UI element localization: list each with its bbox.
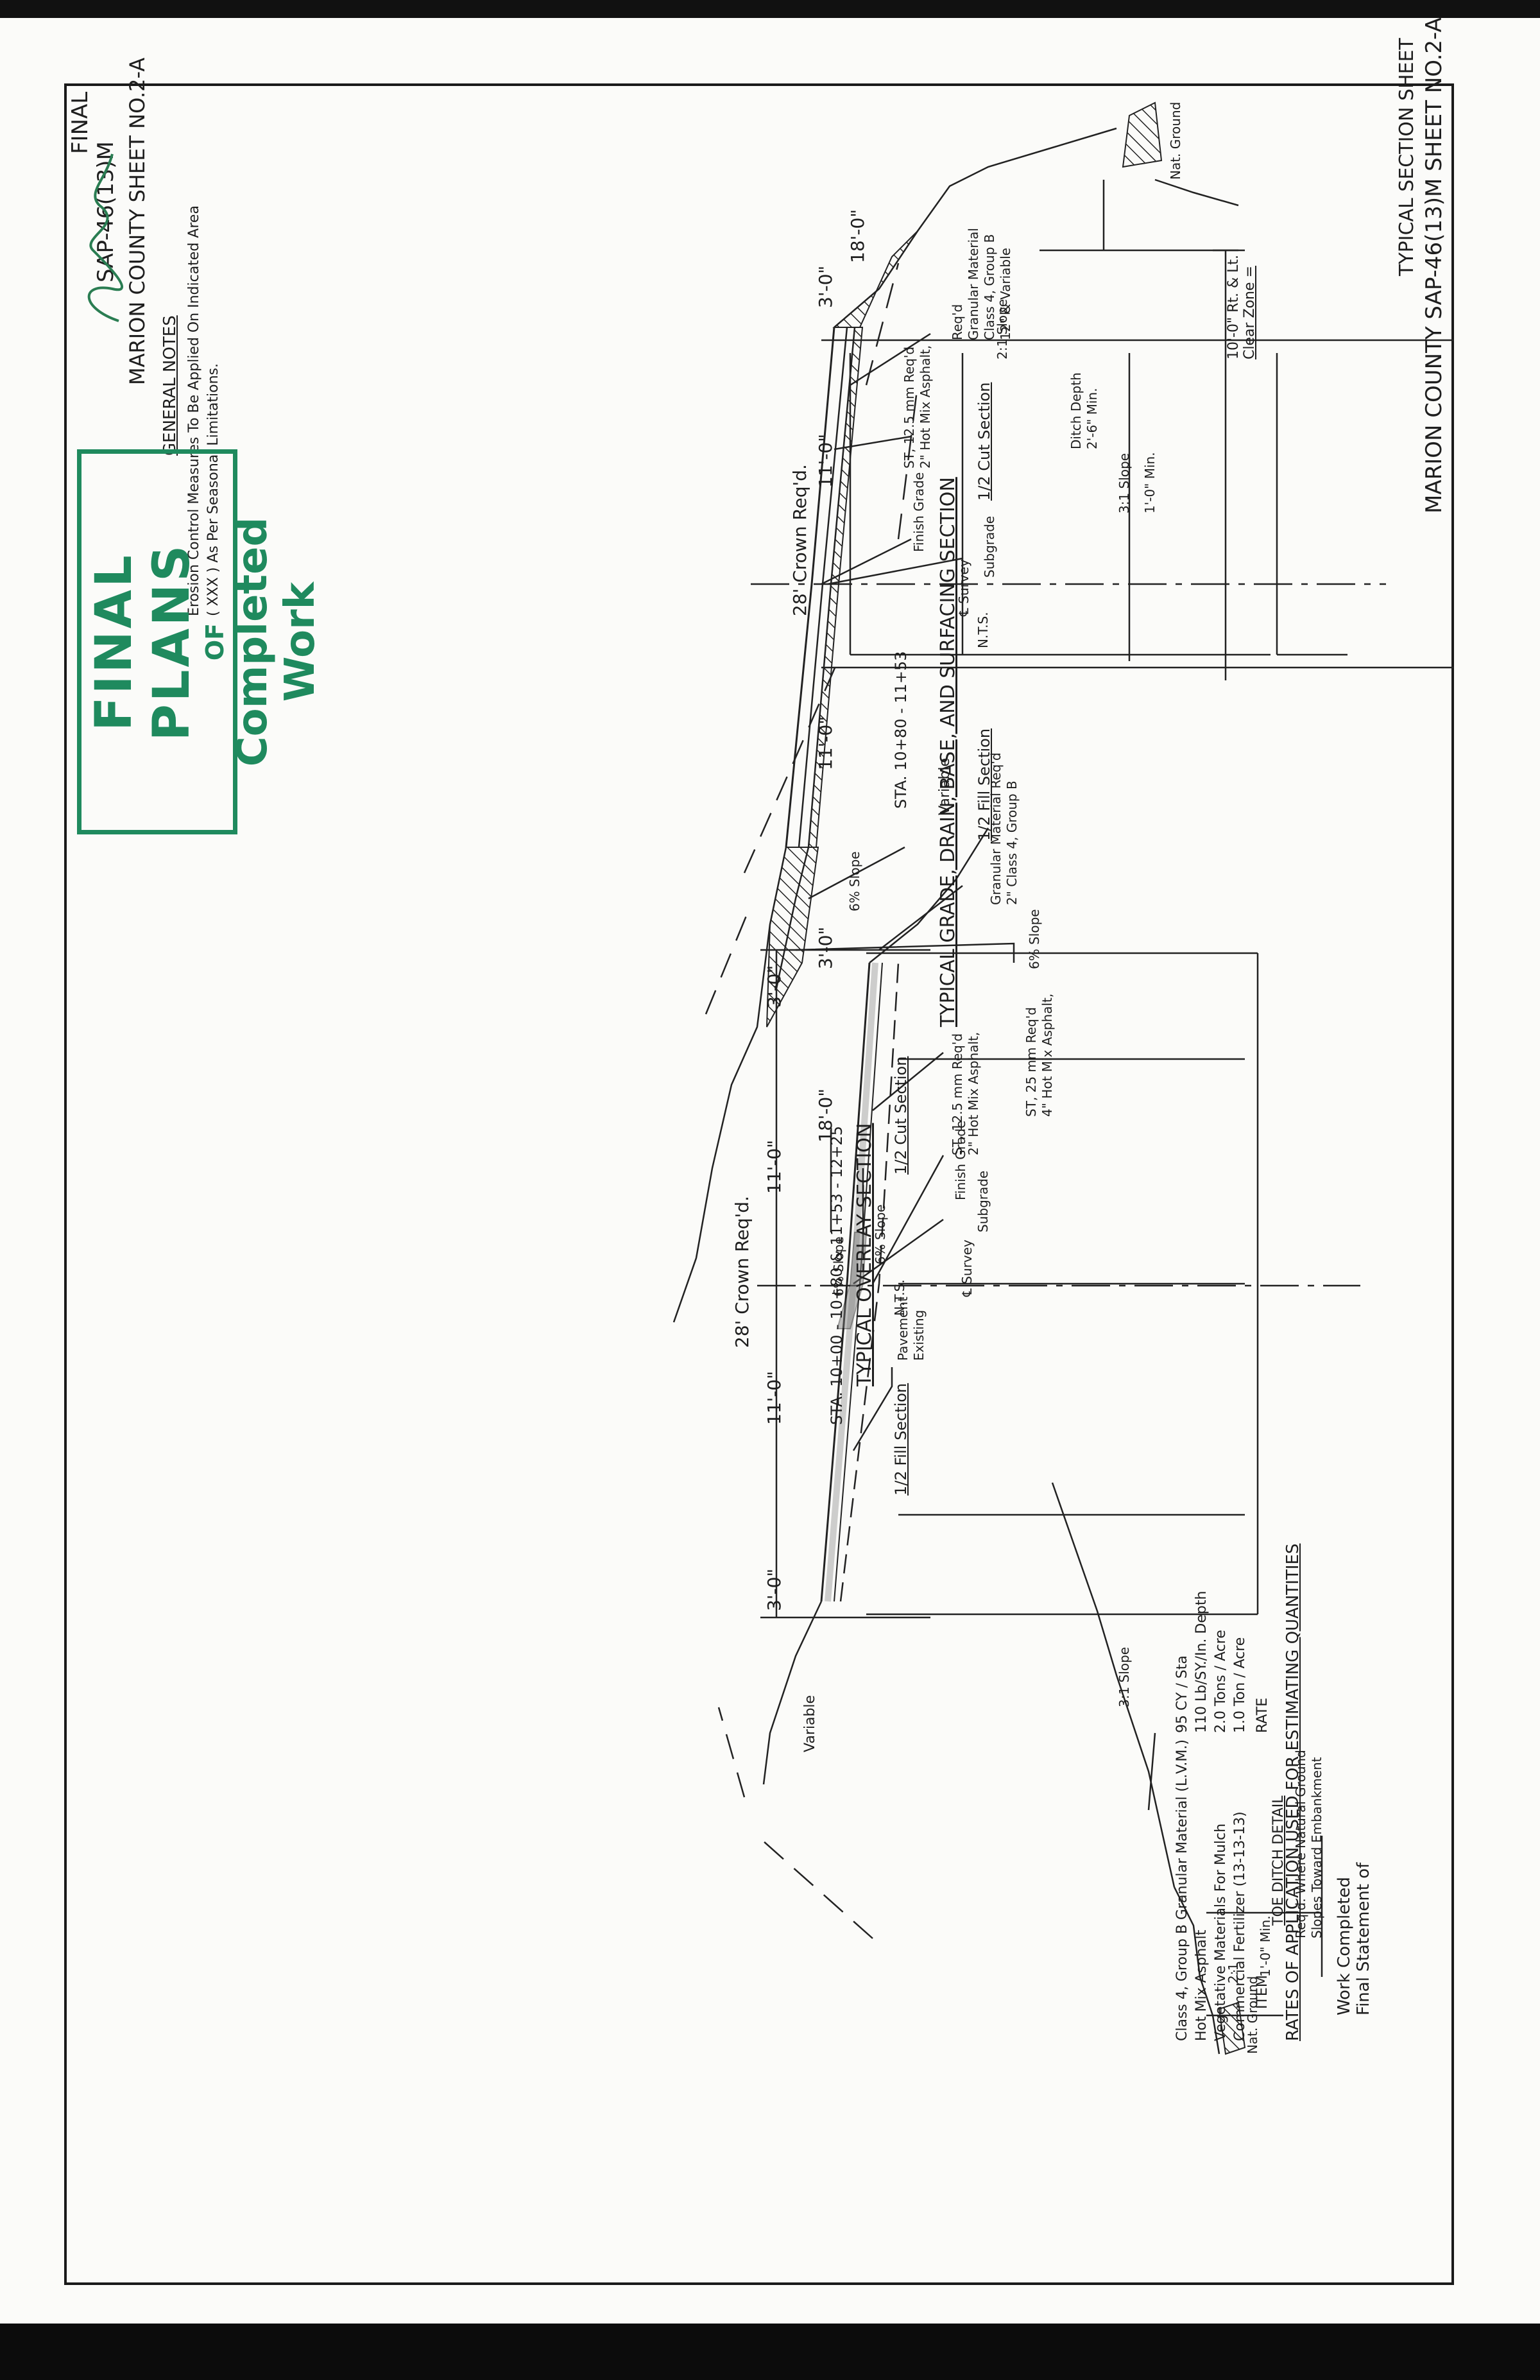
grade-slope-a: 6% Slope	[1027, 909, 1042, 969]
overlay-asphalt: ST, 12.5 mm Req'd	[950, 1033, 965, 1155]
overlay-dim-right: 3'-0"	[764, 965, 785, 1008]
stamp-line1: FINAL PLANS	[85, 542, 201, 741]
scan-edge-top	[0, 0, 1540, 18]
grade-nts: N.T.S.	[975, 612, 991, 648]
stamp-line2: OF	[201, 623, 229, 661]
grade-cut-label: 1/2 Cut Section	[975, 382, 993, 501]
general-notes-title: GENERAL NOTES	[160, 315, 180, 456]
grade-granular: Class 4, Group B	[982, 234, 997, 340]
overlay-existing: Existing	[911, 1309, 927, 1361]
toe-ditch-title: TOE DITCH DETAIL	[1270, 1795, 1287, 1926]
section-drawing	[672, 101, 1454, 2055]
final-statement-label: Final Statement of	[1354, 1862, 1373, 2015]
grade-two-to-one-left: 2:1	[1226, 1962, 1241, 1983]
overlay-dim-crown: 28' Crown Req'd.	[732, 1196, 753, 1348]
overlay-survey: ℄ Survey	[959, 1239, 975, 1297]
sheet-border	[64, 83, 1454, 2285]
rates-row-rate: 110 Lb/SY./In. Depth	[1194, 1591, 1210, 1733]
overlay-stations: STA. 10+00 - 10+80 & 11+53 - 12+25	[828, 1126, 846, 1425]
grade-section-lines	[672, 127, 1454, 1323]
rates-row-rate: 2.0 Tons / Acre	[1213, 1630, 1229, 1733]
grade-nat-ground-left: Nat. Ground	[1245, 1976, 1260, 2054]
grade-title: TYPICAL GRADE, DRAIN, BASE, AND SURFACIN…	[937, 477, 959, 1027]
grade-ditch: 2'-6" Min.	[1084, 388, 1100, 449]
grade-dim-lane-right: 11'-0"	[815, 433, 836, 488]
grade-dim-lane-left: 11'-0"	[815, 716, 836, 770]
signature-mark	[87, 153, 123, 322]
footer-sheet-name: TYPICAL SECTION SHEET	[1396, 38, 1418, 276]
grade-fill-label: 1/2 Fill Section	[975, 728, 993, 841]
grade-asphalt-top: ST, 12.5 mm Req'd	[902, 346, 917, 469]
grade-asphalt-top: 2" Hot Mix Asphalt,	[918, 345, 933, 469]
rotated-plan-sheet: Final Statement of Work Completed FINAL …	[64, 17, 1454, 2285]
grade-dim-left-shoulder: 3'-0"	[815, 926, 836, 969]
grade-granular: Req'd	[950, 304, 965, 340]
overlay-variable-left: Variable	[802, 1694, 818, 1752]
grade-min-right: 1'-0" Min.	[1142, 452, 1158, 513]
overlay-title: TYPICAL OVERLAY SECTION	[853, 1123, 876, 1386]
rates-col-rate: RATE	[1254, 1697, 1270, 1733]
overlay-dim-left: 3'-0"	[764, 1568, 785, 1611]
overlay-dim-lane-left: 11'-0"	[764, 1370, 785, 1425]
footer-sheet-id: MARION COUNTY SAP-46(13)M SHEET NO.2-A	[1421, 17, 1447, 513]
final-statement-label: Work Completed	[1335, 1877, 1354, 2015]
scan-edge-bottom	[0, 2324, 1540, 2380]
toe-ditch-note: Slopes Toward Embankment	[1309, 1757, 1324, 1939]
grade-three-slope-right: 3:1 Slope	[1116, 453, 1132, 513]
final-plans-stamp: FINAL PLANS OF Completed Work	[77, 449, 324, 834]
grade-base-hatch	[807, 327, 864, 848]
toe-ground-hatch	[1218, 2001, 1246, 2055]
overlay-granular: 2" Class 4, Group B	[1004, 780, 1020, 905]
rates-row-rate: 95 CY / Sta	[1174, 1655, 1190, 1733]
grade-stations: STA. 10+80 - 11+53	[892, 651, 910, 809]
rates-row-item: Hot Mix Asphalt	[1194, 1929, 1210, 2041]
grade-clear-zone: 10'-0" Rt. & Lt.	[1226, 254, 1242, 359]
overlay-cut-label: 1/2 Cut Section	[892, 1056, 910, 1175]
rates-row-rate: 1.0 Ton / Acre	[1232, 1637, 1248, 1733]
grade-dim-left-outer: 18'-0"	[815, 1088, 836, 1143]
grade-dim-right-outer: 18'-0"	[847, 209, 868, 263]
grade-dim-right-shoulder: 3'-0"	[815, 265, 836, 308]
overlay-base-shade	[836, 1232, 868, 1329]
overlay-fill-label: 1/2 Fill Section	[892, 1383, 910, 1496]
toe-ditch-note: Req'd. Where Natural Ground	[1293, 1750, 1308, 1938]
grade-asphalt-base: ST, 25 mm Req'd	[1023, 1007, 1039, 1117]
grade-clear-zone: Clear Zone =	[1242, 266, 1258, 359]
stamp-line3: Completed Work	[229, 517, 324, 767]
grade-three-slope-left: 3:1 Slope	[1116, 1646, 1132, 1707]
grade-granular: Granular Material	[966, 228, 981, 340]
overlay-nts: N.T.S.	[892, 1279, 907, 1316]
grade-granular: 12" & Variable	[998, 248, 1013, 340]
grade-nat-ground-right: Nat. Ground	[1168, 101, 1183, 180]
grade-subgrade: Subgrade	[982, 515, 997, 578]
rates-row-item: Vegetative Materials For Mulch	[1213, 1823, 1229, 2041]
right-ground-hatch	[1122, 101, 1163, 168]
grade-slope-b: 6% Slope	[847, 851, 862, 911]
overlay-dim-lane-right: 11'-0"	[764, 1139, 785, 1194]
overlay-asphalt: 2" Hot Mix Asphalt,	[966, 1031, 981, 1155]
rates-row-item: Class 4, Group B Granular Material (L.V.…	[1174, 1739, 1190, 2041]
overlay-section-lines	[717, 654, 1360, 1939]
grade-finish: Finish Grade	[911, 472, 927, 552]
overlay-subgrade: Subgrade	[975, 1170, 991, 1232]
grade-ditch: Ditch Depth	[1068, 372, 1084, 449]
toe-ditch-lines	[1051, 1482, 1323, 2055]
grade-dim-crown: 28' Crown Req'd.	[789, 464, 810, 616]
grade-asphalt-base: 4" Hot Mix Asphalt,	[1040, 993, 1055, 1117]
